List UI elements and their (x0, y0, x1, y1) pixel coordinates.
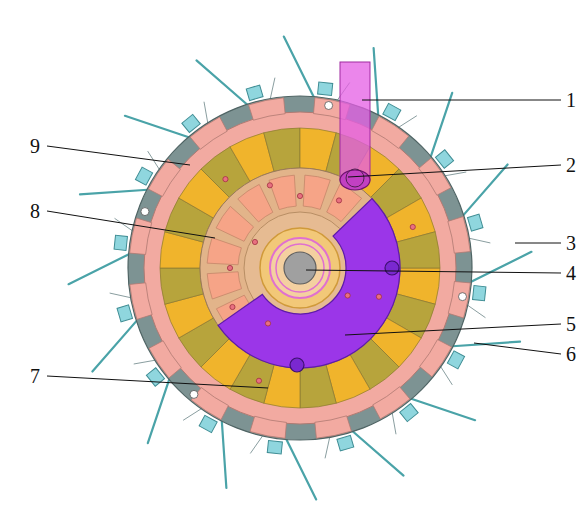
bolt-dot (336, 198, 341, 203)
tube-outlet (346, 169, 364, 187)
bolt-dot (376, 294, 381, 299)
needle-bracket (135, 167, 152, 185)
bolt-dot (267, 183, 272, 188)
bolt-dot (223, 177, 228, 182)
bolt-dot (227, 265, 232, 270)
cell-sector (216, 206, 254, 241)
pink-tooth (250, 416, 286, 438)
disc-body (114, 62, 486, 454)
callout-number: 4 (566, 263, 576, 283)
callout-number: 2 (566, 155, 576, 175)
needle (464, 252, 531, 285)
bolt-dot (256, 378, 261, 383)
leader-line (47, 376, 268, 388)
needle (221, 413, 226, 488)
needle-bracket (435, 150, 453, 168)
pink-tooth (448, 217, 470, 254)
feed-tube (340, 62, 370, 180)
callout-number: 5 (566, 314, 576, 334)
needle (284, 37, 317, 104)
needle-bracket (473, 286, 486, 301)
needle-bracket (467, 214, 482, 231)
cell-sector (303, 175, 330, 209)
leader-line (345, 324, 561, 335)
sector-hole (385, 261, 399, 275)
bolt-dot (252, 239, 257, 244)
bolt-dot (265, 321, 270, 326)
pink-tooth (448, 282, 470, 318)
purple-sector (218, 199, 400, 368)
callout-number: 7 (30, 366, 40, 386)
leader-line (515, 243, 561, 244)
needle-bracket (447, 351, 464, 369)
bearing (276, 244, 324, 292)
needle (347, 426, 404, 475)
pink-band (144, 112, 456, 424)
ring-segment (264, 128, 300, 171)
tube-outlet (340, 170, 370, 190)
needle (283, 432, 316, 499)
callout-number: 1 (566, 90, 576, 110)
rim-hole (458, 293, 466, 301)
hub-ring (260, 228, 340, 308)
outer-ring (128, 96, 472, 440)
leader-line (362, 100, 561, 101)
needle-bracket (400, 403, 418, 421)
needle (69, 251, 136, 284)
cell-sector (269, 175, 296, 209)
ring-segment (397, 232, 440, 268)
bolt-dot (345, 293, 350, 298)
needle-bracket (199, 415, 217, 432)
bearing (270, 238, 330, 298)
needle-bracket (114, 235, 127, 250)
needle-group (69, 37, 532, 500)
leader-line (47, 146, 190, 165)
pink-tooth (372, 116, 409, 148)
needle-bracket (182, 114, 200, 132)
callout-number: 6 (566, 344, 576, 364)
pink-tooth (420, 340, 452, 377)
needle (458, 164, 507, 221)
rim-hole (141, 208, 149, 216)
needle-bracket (383, 103, 401, 120)
cell-sector (207, 238, 241, 265)
needle-bracket (146, 368, 164, 386)
needle-bracket (246, 85, 263, 100)
callout-number: 8 (30, 201, 40, 221)
callout-number: 9 (30, 136, 40, 156)
pink-tooth (249, 98, 286, 120)
sector-hole (290, 358, 304, 372)
pink-tooth (130, 283, 152, 320)
needle-bracket (267, 441, 282, 454)
pink-tooth (148, 159, 180, 196)
ring-segment (160, 268, 203, 304)
cell-sector (207, 272, 241, 299)
bolt-dot (230, 304, 235, 309)
needle (80, 189, 155, 194)
ring-segment (300, 365, 336, 408)
inner-disc (200, 168, 400, 368)
needle (196, 60, 253, 109)
cell-sector (238, 184, 273, 222)
needle (374, 48, 379, 123)
needle-bracket (337, 435, 354, 450)
leader-line (348, 165, 561, 177)
shaft (284, 252, 316, 284)
bolt-dot (410, 224, 415, 229)
leader-line (306, 270, 561, 273)
leader-lines (47, 100, 561, 388)
pink-tooth (315, 416, 352, 438)
leader-line (47, 211, 215, 238)
rim-hole (325, 102, 333, 110)
callout-number: 3 (566, 233, 576, 253)
pink-tooth (130, 218, 152, 254)
bolt-dot (297, 193, 302, 198)
rim-hole (190, 390, 198, 398)
needle-bracket (117, 305, 132, 322)
needle (92, 315, 141, 372)
needle-bracket (318, 82, 333, 95)
leader-line (474, 343, 561, 354)
